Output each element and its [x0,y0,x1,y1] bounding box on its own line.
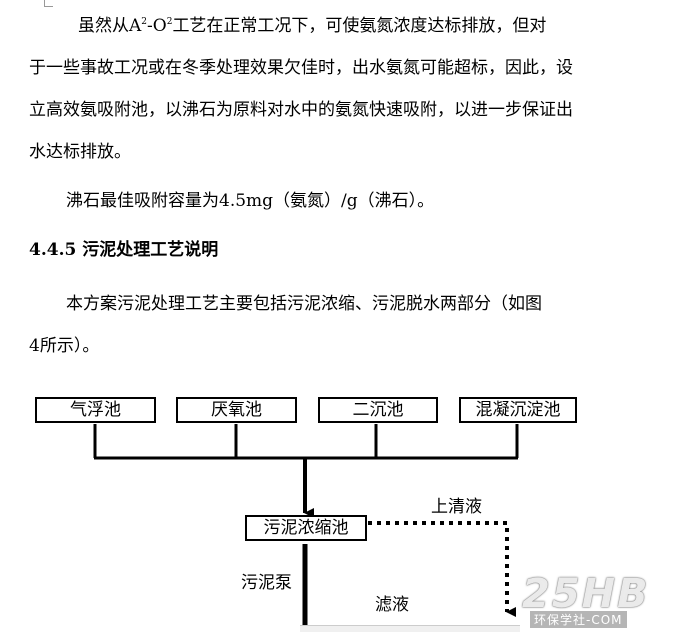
paragraph-adsorption: 虽然从A2-O2工艺在正常工况下，可使氨氮浓度达标排放，但对 于一些事故工况或在… [29,1,589,173]
supernatant-dotted-line [368,521,516,617]
status-strip [300,625,520,632]
paragraph-adsorption-rest: 于一些事故工况或在冬季处理效果欠佳时，出水氨氮可能超标，因此，设立高效氨吸附池，… [29,58,573,162]
box-flotation-tank: 气浮池 [35,397,156,423]
label-filtrate: 滤液 [375,595,409,615]
label-supernatant: 上清液 [431,497,482,517]
section-heading: 4.4.5 污泥处理工艺说明 [29,240,219,260]
box-anaerobic-tank: 厌氧池 [176,397,297,423]
paragraph-sludge-intro: 本方案污泥处理工艺主要包括污泥浓缩、污泥脱水两部分（如图 4所示）。 [29,294,542,356]
watermark-logo: 25HB [522,571,650,617]
paragraph-zeolite-capacity: 沸石最佳吸附容量为4.5mg（氨氮）/g（沸石）。 [66,191,435,211]
box-sludge-thickener: 污泥浓缩池 [245,515,367,541]
page-corner-mark [44,0,53,7]
site-watermark: 25HB 环保学社-COM [522,571,694,629]
box-secondary-clarifier: 二沉池 [318,397,438,423]
watermark-subtitle: 环保学社-COM [530,611,627,628]
label-sludge-pump: 污泥泵 [241,573,292,593]
box-coagulation-tank: 混凝沉淀池 [459,397,577,423]
